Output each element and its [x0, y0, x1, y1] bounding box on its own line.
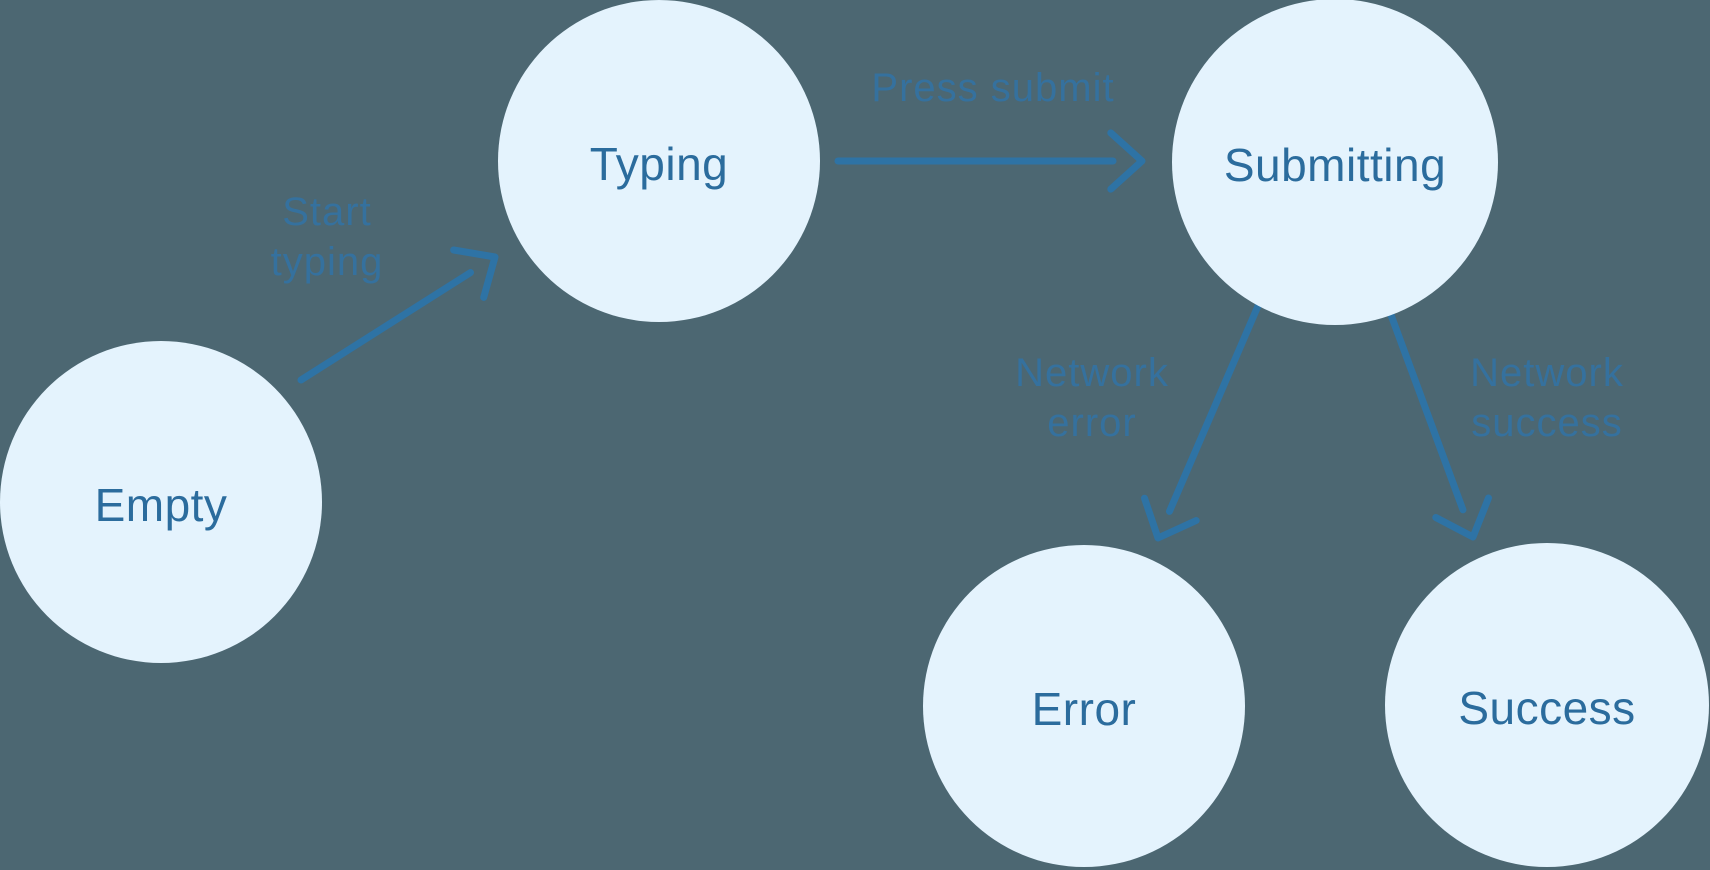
edge-label-line: success [1471, 401, 1623, 445]
state-node-label-typing: Typing [589, 138, 729, 190]
edge-shaft [1165, 302, 1262, 515]
edge-arrow-typing-submitting [834, 129, 1146, 193]
edge-label-empty-typing: Start typing [271, 187, 384, 287]
edge-label-line: error [1047, 401, 1137, 445]
arrowhead-chevron-icon [450, 246, 499, 301]
state-node-empty: Empty [0, 341, 322, 663]
state-node-label-empty: Empty [94, 479, 228, 531]
edge-label-line: Network [1470, 351, 1624, 395]
edge-label-submitting-error: Network error [1015, 348, 1169, 448]
edge-label-line: Start [282, 190, 372, 234]
edge-label-line: typing [270, 240, 384, 284]
state-node-typing: Typing [498, 0, 820, 322]
arrowhead-chevron-icon [1107, 129, 1146, 193]
edge-label-line: Network [1015, 351, 1169, 395]
edge-label-typing-submitting: Press submit [871, 63, 1114, 113]
state-node-label-submitting: Submitting [1223, 139, 1447, 191]
state-node-label-error: Error [1031, 683, 1137, 735]
state-node-error: Error [923, 545, 1245, 867]
state-node-success: Success [1385, 543, 1709, 867]
edge-label-submitting-success: Network success [1470, 348, 1624, 448]
state-node-submitting: Submitting [1172, 0, 1498, 325]
arrowhead-chevron-icon [1141, 494, 1200, 542]
arrowhead-chevron-icon [1432, 494, 1492, 541]
edge-shaft [1387, 311, 1467, 514]
edge-shaft [297, 269, 475, 384]
edge-label-line: Press submit [871, 66, 1115, 110]
state-node-label-success: Success [1458, 682, 1636, 734]
